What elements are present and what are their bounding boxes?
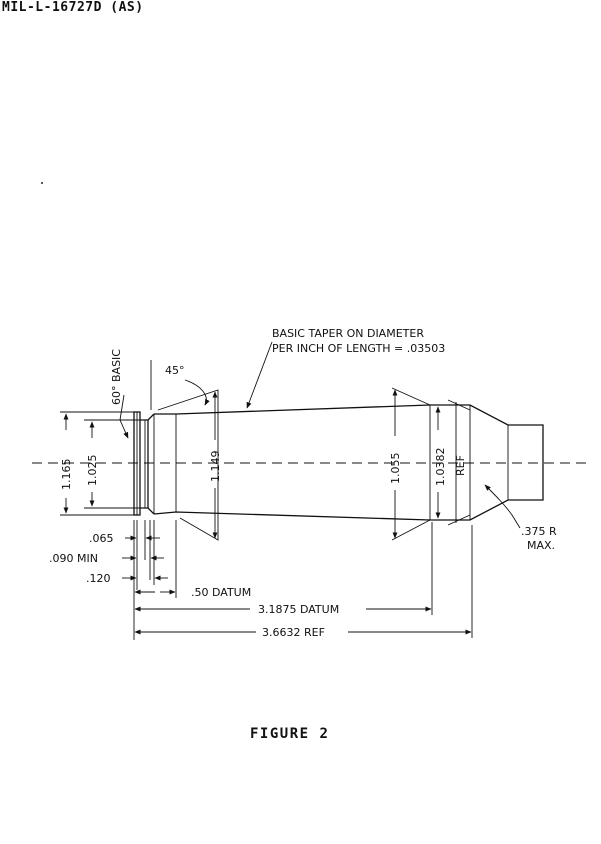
dim-1025-label: 1.025	[86, 455, 99, 487]
angle-60-label: 60° BASIC	[110, 349, 123, 405]
radius-callout: .375 R MAX.	[484, 484, 557, 552]
dim-31875-label: 3.1875 DATUM	[258, 603, 339, 616]
dim-ref-label: REF	[454, 455, 467, 476]
dim-36632-label: 3.6632 REF	[262, 626, 325, 639]
angle-60-callout: 60° BASIC	[110, 349, 129, 439]
taper-line-2: PER INCH OF LENGTH = .03503	[272, 342, 445, 355]
dim-120-label: .120	[86, 572, 111, 585]
dim-36632-ref: 3.6632 REF	[134, 525, 473, 639]
dim-1055-label: 1.055	[389, 453, 402, 485]
radius-line-1: .375 R	[521, 525, 557, 538]
dim-50-label: .50 DATUM	[191, 586, 251, 599]
dim-1025: 1.025	[84, 419, 140, 509]
dim-1149: 1.149	[209, 391, 222, 539]
dim-31875-datum: 3.1875 DATUM	[134, 522, 433, 616]
dim-090: .090 MIN	[49, 520, 164, 580]
radius-line-2: MAX.	[527, 539, 555, 552]
dim-065: .065	[89, 520, 160, 590]
dim-120: .120	[86, 520, 168, 585]
angle-45-callout: 45°	[150, 360, 210, 410]
dim-1149-label: 1.149	[209, 451, 222, 483]
dim-10382-label: 1.0382	[434, 448, 447, 487]
dim-1165-label: 1.165	[60, 459, 73, 491]
figure-caption: FIGURE 2	[250, 726, 330, 742]
dim-1055: 1.055	[389, 389, 402, 539]
dim-090-label: .090 MIN	[49, 552, 98, 565]
document-id: MIL-L-16727D (AS)	[2, 0, 144, 15]
dim-10382: 1.0382 REF	[434, 402, 467, 523]
dim-50-datum: .50 DATUM	[133, 520, 251, 640]
dim-1165: 1.165	[60, 411, 134, 516]
angle-45-label: 45°	[165, 364, 185, 377]
taper-callout: BASIC TAPER ON DIAMETER PER INCH OF LENG…	[246, 327, 445, 409]
stray-mark	[41, 182, 43, 184]
cartridge-outline	[133, 387, 544, 541]
dim-065-label: .065	[89, 532, 114, 545]
taper-line-1: BASIC TAPER ON DIAMETER	[272, 327, 424, 340]
